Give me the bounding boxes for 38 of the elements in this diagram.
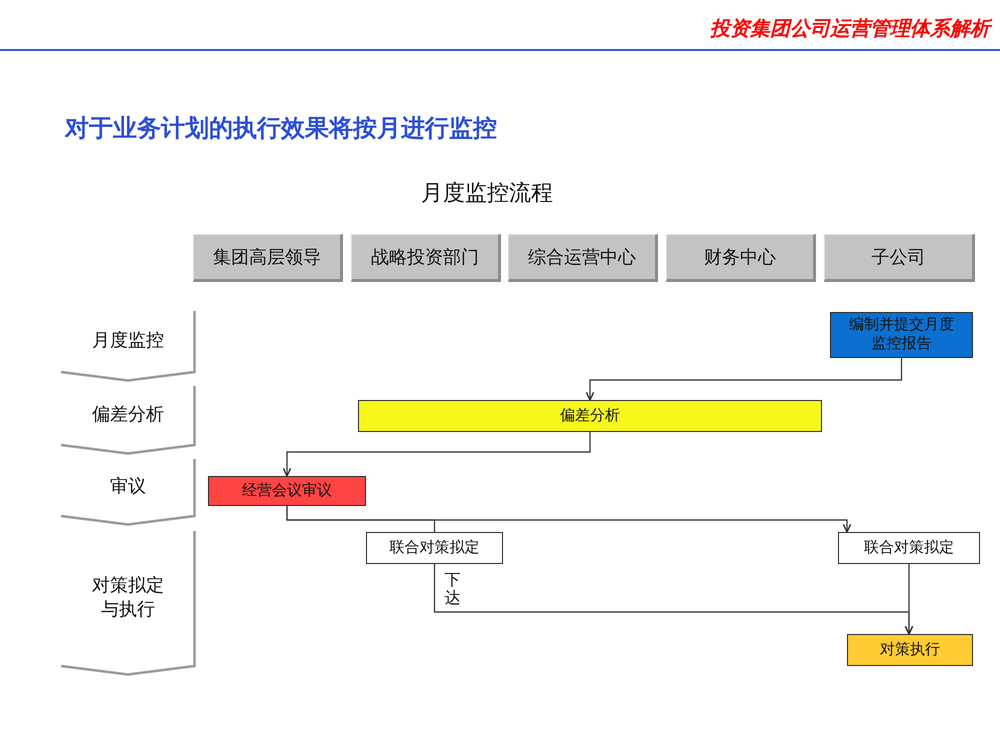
process-box (838, 532, 980, 564)
process-box (358, 400, 822, 432)
swimlane-header (666, 234, 816, 282)
phase-label: 对策拟定与执行 (91, 574, 165, 621)
phase-header (60, 530, 196, 676)
process-box (847, 634, 973, 666)
process-box (366, 532, 503, 564)
swimlane-title: 集团高层领导 (213, 246, 321, 269)
process-box (830, 312, 973, 358)
arrow (904, 564, 914, 635)
process-label: 联合对策拟定 (864, 538, 954, 558)
swimlane-header (824, 234, 975, 282)
connector-line (286, 506, 436, 532)
swimlane-header (508, 234, 658, 282)
phase-label: 偏差分析 (92, 402, 164, 426)
process-box (208, 476, 366, 506)
phase-label: 审议 (110, 474, 146, 498)
swimlane-header (193, 234, 343, 282)
swimlane-title: 财务中心 (704, 246, 776, 269)
swimlane-title: 子公司 (872, 246, 926, 269)
arrow (282, 432, 591, 477)
phase-header (60, 310, 196, 382)
process-label: 偏差分析 (560, 406, 620, 426)
process-label: 联合对策拟定 (390, 538, 480, 558)
page-title: 对于业务计划的执行效果将按月进行监控 (65, 114, 497, 144)
process-label: 经营会议审议 (242, 482, 332, 500)
phase-header (60, 385, 196, 455)
swimlane-title: 战略投资部门 (371, 246, 479, 269)
edge-label: 下达 (444, 572, 460, 608)
swimlane-header (351, 234, 501, 282)
chart-heading: 月度监控流程 (420, 179, 554, 207)
phase-label: 月度监控 (92, 328, 164, 352)
swimlane-title: 综合运营中心 (528, 246, 636, 269)
running-header: 投资集团公司运营管理体系解析 (710, 15, 990, 42)
arrow (586, 358, 902, 401)
process-label: 对策执行 (880, 640, 940, 660)
process-label: 编制并提交月度监控报告 (848, 316, 955, 354)
phase-header (60, 458, 196, 526)
